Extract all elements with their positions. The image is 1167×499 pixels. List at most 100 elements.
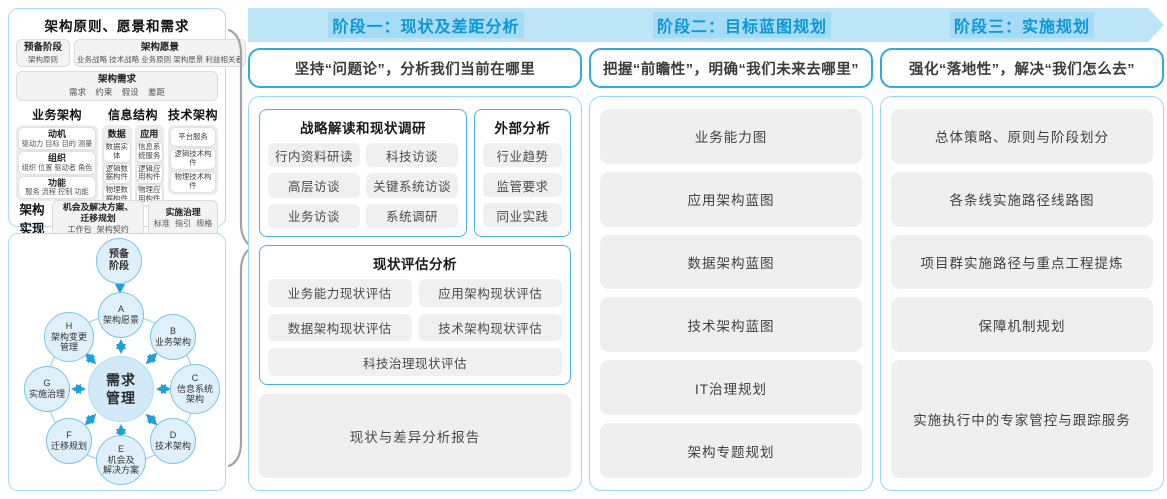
assessment-item: 技术架构现状评估	[418, 313, 562, 342]
phase3-item: 总体策略、原则与阶段划分	[891, 109, 1153, 164]
assessment-item: 业务能力现状评估	[268, 279, 412, 307]
center-d-arrow	[145, 413, 158, 426]
phase2-item: 应用架构蓝图	[600, 171, 862, 227]
tech-item: 物理技术构件	[171, 172, 215, 192]
tech-item: 逻辑技术构件	[171, 149, 215, 169]
framework-row-top: 预备阶段 架构原则 架构愿景 业务战略 技术战略 业务原则 架构愿景 利益相关者	[16, 39, 246, 68]
prep-phase-sub: 架构原则	[28, 54, 58, 64]
phase2-banner-label: 阶段二：目标蓝图规划	[653, 12, 831, 38]
adm-node-e: E 机会及 解决方案	[96, 435, 146, 485]
gap-analysis-report-box: 现状与差异分析报告	[259, 394, 571, 478]
information-structure-boxes: 数据 数据实体 逻辑数据构件 物理数据构件 应用 信息系统服务 逻辑应用构件 物…	[102, 124, 164, 207]
phase2-item: 业务能力图	[600, 109, 862, 164]
adm-cycle-panel: 预备 阶段 A 架构愿景 B 业务架构 C 信息系统 架构 D 技术架构 E 机…	[8, 233, 226, 491]
application-item: 信息系统服务	[136, 141, 162, 162]
assessment-grid: 业务能力现状评估 应用架构现状评估 数据架构现状评估 技术架构现状评估 科技治理…	[268, 279, 562, 376]
phase3-item: 项目群实施路径与重点工程提炼	[891, 234, 1153, 290]
adm-node-center: 需求 管理	[88, 356, 154, 422]
architecture-vision-sub: 业务战略 技术战略 业务原则 架构愿景 利益相关者	[77, 54, 243, 64]
framework-title: 架构原则、愿景和需求	[44, 19, 190, 34]
adm-node-prep: 预备 阶段	[96, 238, 142, 284]
phase3-item: 保障机制规划	[891, 297, 1153, 353]
data-box: 数据 数据实体 逻辑数据构件 物理数据构件	[102, 124, 132, 207]
strategy-item: 关键系统访谈	[366, 173, 458, 198]
phase1-subtitle-box: 坚持“问题论”，分析我们当前在哪里	[248, 48, 582, 88]
phase2-content: 业务能力图 应用架构蓝图 数据架构蓝图 技术架构蓝图 IT治理规划 架构专题规划	[589, 96, 873, 491]
strategy-item: 业务访谈	[268, 203, 360, 228]
external-item: 同业实践	[483, 203, 562, 227]
phase3-banner-label: 阶段三：实施规划	[950, 12, 1094, 38]
adm-node-g: G 实施治理	[24, 366, 70, 412]
implementation-governance-box: 实施治理 标准 指引 规格	[148, 199, 218, 237]
architecture-vision-title: 架构愿景	[140, 42, 179, 53]
assessment-analysis-box: 现状评估分析 业务能力现状评估 应用架构现状评估 数据架构现状评估 技术架构现状…	[259, 245, 571, 385]
assessment-analysis-title: 现状评估分析	[373, 257, 457, 272]
strategy-item: 系统调研	[366, 203, 458, 228]
data-item: 数据实体	[104, 141, 130, 162]
adm-node-c: C 信息系统 架构	[170, 364, 220, 414]
center-b-arrow	[145, 352, 158, 365]
phase2-banner: 阶段二：目标蓝图规划	[588, 8, 896, 42]
business-architecture-column: 业务架构 动机 驱动力 目标 目的 测量 组织 组织 位置 驱动者 角色 功能 …	[16, 106, 98, 202]
phase2-item: 技术架构蓝图	[600, 297, 862, 353]
technical-architecture-box: 平台服务 逻辑技术构件 物理技术构件	[168, 124, 218, 195]
function-chip: 功能 服务 流程 控制 功能	[19, 176, 95, 199]
framework-columns: 业务架构 动机 驱动力 目标 目的 测量 组织 组织 位置 驱动者 角色 功能 …	[16, 106, 218, 207]
phase1-top-row: 战略解读和现状调研 行内资料研读 科技访谈 高层访谈 关键系统访谈 业务访谈 系…	[259, 109, 571, 237]
adm-node-h: H 架构变更 管理	[44, 312, 94, 362]
strategy-research-grid: 行内资料研读 科技访谈 高层访谈 关键系统访谈 业务访谈 系统调研	[268, 143, 458, 228]
assessment-item-full: 科技治理现状评估	[268, 348, 562, 376]
phase1-banner-label: 阶段一：现状及差距分析	[328, 12, 523, 38]
information-structure-title: 信息结构	[107, 107, 158, 122]
external-analysis-box: 外部分析 行业趋势 监管要求 同业实践	[474, 109, 571, 237]
strategy-item: 高层访谈	[268, 173, 360, 198]
business-architecture-title: 业务架构	[31, 107, 82, 122]
business-architecture-box: 动机 驱动力 目标 目的 测量 组织 组织 位置 驱动者 角色 功能 服务 流程…	[16, 124, 98, 202]
architecture-requirements-title: 架构需求	[97, 74, 136, 86]
adm-node-b: B 业务架构	[150, 314, 196, 360]
assessment-item: 应用架构现状评估	[418, 279, 562, 307]
phase3-subtitle-box: 强化“落地性”，解决“我们怎么去”	[880, 48, 1164, 88]
technical-architecture-column: 技术架构 平台服务 逻辑技术构件 物理技术构件	[168, 106, 218, 195]
strategy-item: 行内资料研读	[268, 143, 360, 168]
phase2-item: 数据架构蓝图	[600, 234, 862, 290]
phase3-item: 实施执行中的专家管控与跟踪服务	[891, 360, 1153, 478]
framework-row-requirements: 架构需求 需求 约束 假设 差距	[16, 71, 218, 101]
center-f-arrow	[84, 413, 97, 426]
architecture-realization-label: 架构 实现	[19, 203, 45, 237]
phase2-item: IT治理规划	[600, 360, 862, 416]
architecture-framework-panel: 架构原则、愿景和需求 预备阶段 架构原则 架构愿景 业务战略 技术战略 业务原则…	[8, 8, 246, 237]
phase1-banner: 阶段一：现状及差距分析	[248, 8, 604, 42]
architecture-requirements-box: 架构需求 需求 约束 假设 差距	[16, 71, 218, 101]
technical-architecture-title: 技术架构	[168, 107, 219, 122]
information-structure-column: 信息结构 数据 数据实体 逻辑数据构件 物理数据构件 应用 信息系统服务 逻辑应…	[102, 106, 164, 207]
assessment-item: 数据架构现状评估	[268, 313, 412, 342]
prep-phase-box: 预备阶段 架构原则	[16, 39, 70, 68]
strategy-research-box: 战略解读和现状调研 行内资料研读 科技访谈 高层访谈 关键系统访谈 业务访谈 系…	[259, 109, 467, 237]
architecture-realization-row: 架构 实现 机会及解决方案、 迁移规划 工作包 架构契约 实施治理 标准 指引 …	[16, 199, 218, 237]
phase1-content: 战略解读和现状调研 行内资料研读 科技访谈 高层访谈 关键系统访谈 业务访谈 系…	[248, 96, 582, 491]
organization-chip: 组织 组织 位置 驱动者 角色	[19, 152, 95, 174]
opportunities-migration-box: 机会及解决方案、 迁移规划 工作包 架构契约	[52, 199, 145, 237]
strategy-research-title: 战略解读和现状调研	[300, 121, 426, 136]
external-item: 行业趋势	[483, 143, 562, 167]
prep-phase-title: 预备阶段	[23, 42, 62, 53]
strategy-item: 科技访谈	[366, 143, 458, 168]
phase3-content: 总体策略、原则与阶段划分 各条线实施路径线路图 项目群实施路径与重点工程提炼 保…	[880, 96, 1164, 491]
phase2-subtitle-box: 把握“前瞻性”，明确“我们未来去哪里”	[589, 48, 873, 88]
external-item: 监管要求	[483, 173, 562, 197]
external-analysis-title: 外部分析	[494, 121, 551, 136]
phase2-item: 架构专题规划	[600, 423, 862, 478]
adm-node-a: A 架构愿景	[98, 292, 144, 338]
adm-node-f: F 迁移规划	[46, 418, 92, 464]
application-item: 逻辑应用构件	[136, 163, 162, 184]
external-analysis-stack: 行业趋势 监管要求 同业实践	[483, 143, 562, 228]
center-h-arrow	[84, 352, 97, 365]
motivation-chip: 动机 驱动力 目标 目的 测量	[19, 127, 95, 150]
architecture-vision-box: 架构愿景 业务战略 技术战略 业务原则 架构愿景 利益相关者	[74, 39, 246, 68]
phase3-item: 各条线实施路径线路图	[891, 171, 1153, 227]
architecture-requirements-sub: 需求 约束 假设 差距	[68, 87, 166, 98]
phase3-banner: 阶段三：实施规划	[880, 8, 1164, 42]
phases-area: 阶段一：现状及差距分析 阶段二：目标蓝图规划 阶段三：实施规划 坚持“问题论”，…	[248, 8, 1164, 491]
adm-node-d: D 技术架构	[150, 418, 196, 464]
